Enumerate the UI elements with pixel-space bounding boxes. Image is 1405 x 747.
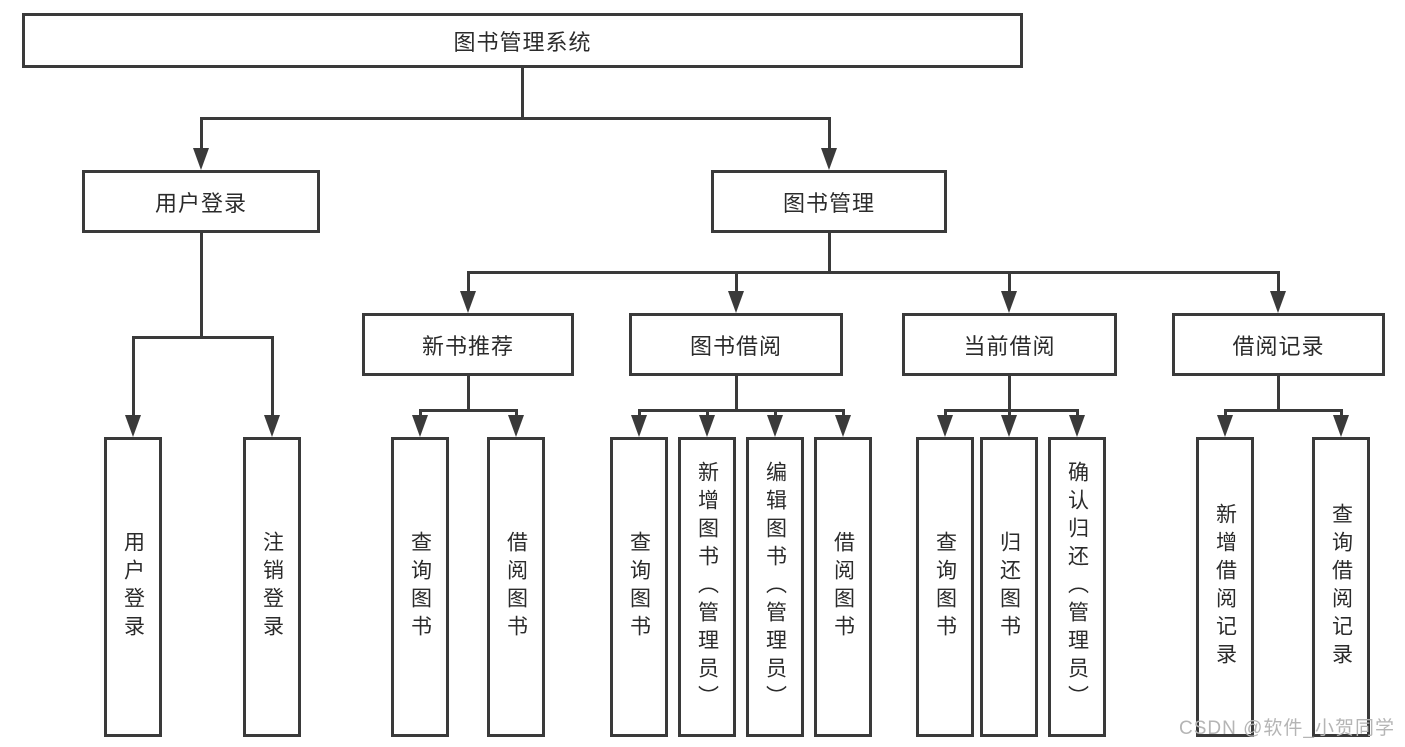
connector-records-stem	[1277, 376, 1280, 412]
leaf-label: 注销登录	[260, 531, 284, 643]
node-borrowing-records: 借阅记录	[1172, 313, 1385, 376]
connector-leaf	[1076, 409, 1079, 419]
leaf-query-borrow-record: 查询借阅记录	[1312, 437, 1370, 737]
connector-to-new-rec	[467, 271, 470, 295]
connector-leaf	[1340, 409, 1343, 419]
leaf-label: 借阅图书	[504, 531, 528, 643]
connector-leaf	[944, 409, 947, 419]
arrow-down-icon	[728, 291, 744, 313]
arrow-down-icon	[835, 415, 851, 437]
connector-leaf	[774, 409, 777, 419]
arrow-down-icon	[412, 415, 428, 437]
connector-root-bus	[200, 117, 831, 120]
leaf-label: 借阅图书	[831, 531, 855, 643]
leaf-add-books-admin: 新增图书（管理员）	[678, 437, 736, 737]
connector-newrec-bus	[419, 409, 518, 412]
leaf-label: 确认归还（管理员）	[1065, 461, 1089, 713]
leaf-user-login: 用户登录	[104, 437, 162, 737]
leaf-add-borrow-record: 新增借阅记录	[1196, 437, 1254, 737]
arrow-down-icon	[631, 415, 647, 437]
leaf-query-books-recommend: 查询图书	[391, 437, 449, 737]
node-new-book-recommend: 新书推荐	[362, 313, 574, 376]
arrow-down-icon	[767, 415, 783, 437]
arrow-down-icon	[1001, 415, 1017, 437]
arrow-down-icon	[937, 415, 953, 437]
node-book-borrowing: 图书借阅	[629, 313, 843, 376]
arrow-down-icon	[1270, 291, 1286, 313]
connector-current-bus	[944, 409, 1079, 412]
connector-to-user-login	[200, 117, 203, 152]
connector-to-current	[1008, 271, 1011, 295]
connector-borrow-stem	[735, 376, 738, 412]
node-library-management-system: 图书管理系统	[22, 13, 1023, 68]
connector-leaf	[515, 409, 518, 419]
arrow-down-icon	[508, 415, 524, 437]
leaf-label: 新增图书（管理员）	[695, 461, 719, 713]
leaf-label: 查询图书	[627, 531, 651, 643]
connector-login-stem	[200, 233, 203, 338]
node-current-borrowing: 当前借阅	[902, 313, 1117, 376]
connector-login-bus	[132, 336, 274, 339]
arrow-down-icon	[1333, 415, 1349, 437]
leaf-label: 用户登录	[121, 531, 145, 643]
connector-to-leaf-login	[132, 336, 135, 419]
connector-to-borrowing	[735, 271, 738, 295]
connector-leaf	[638, 409, 641, 419]
connector-mgmt-bus	[467, 271, 1280, 274]
arrow-down-icon	[699, 415, 715, 437]
watermark: CSDN @软件_小贺同学	[1179, 718, 1395, 739]
connector-to-book-mgmt	[828, 117, 831, 152]
arrow-down-icon	[1069, 415, 1085, 437]
connector-leaf	[419, 409, 422, 419]
leaf-borrow-books-recommend: 借阅图书	[487, 437, 545, 737]
connector-current-stem	[1008, 376, 1011, 412]
connector-to-records	[1277, 271, 1280, 295]
arrow-down-icon	[125, 415, 141, 437]
connector-leaf	[1008, 409, 1011, 419]
connector-records-bus	[1224, 409, 1343, 412]
leaf-label: 新增借阅记录	[1213, 503, 1237, 671]
leaf-label: 编辑图书（管理员）	[763, 461, 787, 713]
leaf-confirm-return-admin: 确认归还（管理员）	[1048, 437, 1106, 737]
connector-leaf	[842, 409, 845, 419]
node-book-management: 图书管理	[711, 170, 947, 233]
leaf-return-books: 归还图书	[980, 437, 1038, 737]
arrow-down-icon	[264, 415, 280, 437]
leaf-label: 查询图书	[408, 531, 432, 643]
leaf-edit-books-admin: 编辑图书（管理员）	[746, 437, 804, 737]
arrow-down-icon	[1001, 291, 1017, 313]
connector-to-leaf-logout	[271, 336, 274, 419]
node-user-login: 用户登录	[82, 170, 320, 233]
leaf-label: 查询图书	[933, 531, 957, 643]
leaf-query-books-borrowing: 查询图书	[610, 437, 668, 737]
leaf-logout: 注销登录	[243, 437, 301, 737]
leaf-label: 归还图书	[997, 531, 1021, 643]
leaf-borrow-books: 借阅图书	[814, 437, 872, 737]
connector-mgmt-stem	[828, 233, 831, 274]
arrow-down-icon	[193, 148, 209, 170]
leaf-query-books-current: 查询图书	[916, 437, 974, 737]
arrow-down-icon	[1217, 415, 1233, 437]
connector-borrow-bus	[638, 409, 845, 412]
arrow-down-icon	[821, 148, 837, 170]
arrow-down-icon	[460, 291, 476, 313]
connector-root-stem	[521, 68, 524, 118]
leaf-label: 查询借阅记录	[1329, 503, 1353, 671]
connector-newrec-stem	[467, 376, 470, 412]
connector-leaf	[1224, 409, 1227, 419]
connector-leaf	[706, 409, 709, 419]
